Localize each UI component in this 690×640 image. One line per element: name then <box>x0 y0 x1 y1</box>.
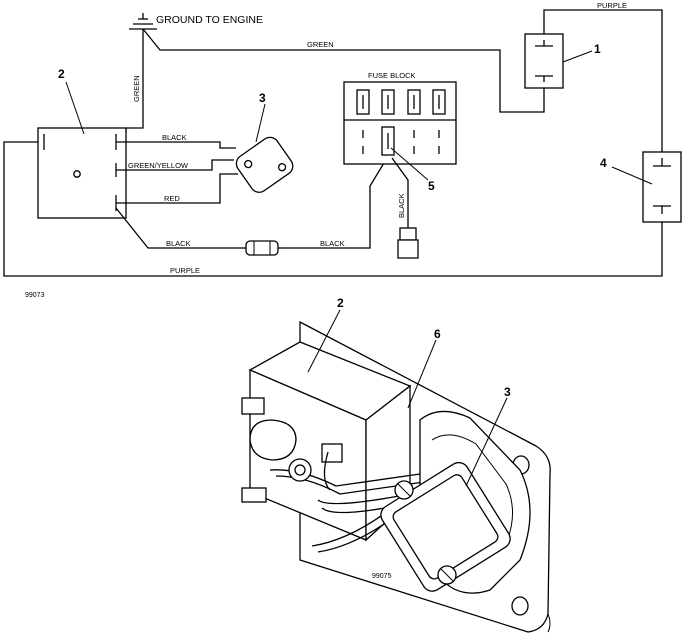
green-yellow-wire <box>116 159 234 171</box>
tilt-switch <box>380 461 511 592</box>
figure-code-99075: 99075 <box>372 573 392 580</box>
wire-label-black-vertical: BLACK <box>397 193 406 218</box>
assembly-illustration: 2 6 3 99075 <box>241 296 551 633</box>
inline-fuse-holder <box>240 240 286 256</box>
black-wire-to-connector <box>391 157 409 228</box>
wire-label-green-yellow: GREEN/YELLOW <box>128 161 189 170</box>
callout-3-illustration: 3 <box>504 385 511 399</box>
fuse-block-label: FUSE BLOCK <box>368 71 416 80</box>
callout-3-schematic: 3 <box>259 91 266 105</box>
component-4-switch <box>642 151 682 223</box>
spade-connector <box>397 227 419 259</box>
wire-label-black-lower-right: BLACK <box>320 239 345 248</box>
wire-label-green-vertical: GREEN <box>132 75 141 102</box>
fuse-block <box>343 81 457 165</box>
callout-5: 5 <box>428 179 435 193</box>
wiring-schematic: GROUND TO ENGINE GREEN GREEN PURPLE PURP… <box>3 1 682 299</box>
wire-label-green-top: GREEN <box>307 40 334 49</box>
figure-code-99073: 99073 <box>25 292 45 299</box>
component-2-module <box>37 127 127 219</box>
red-wire <box>116 173 238 204</box>
wire-clamp <box>249 419 312 482</box>
green-ground-wire <box>125 28 545 134</box>
wire-label-black-lower-left: BLACK <box>166 239 191 248</box>
purple-wire <box>3 9 663 277</box>
callout-6: 6 <box>434 327 441 341</box>
wire-label-red: RED <box>164 194 180 203</box>
callout-2-illustration: 2 <box>337 296 344 310</box>
ground-label: GROUND TO ENGINE <box>156 14 263 26</box>
wire-label-black-upper: BLACK <box>162 133 187 142</box>
ground-symbol <box>129 13 157 30</box>
component-1-switch <box>524 33 564 89</box>
callout-2-schematic: 2 <box>58 67 65 81</box>
black-wire-upper <box>116 141 236 149</box>
wire-label-purple-top: PURPLE <box>597 1 627 10</box>
component-3-switch <box>235 136 294 193</box>
wire-label-purple-bottom: PURPLE <box>170 266 200 275</box>
callout-4: 4 <box>600 156 607 170</box>
callout-1: 1 <box>594 42 601 56</box>
black-wire-lower <box>115 157 388 249</box>
